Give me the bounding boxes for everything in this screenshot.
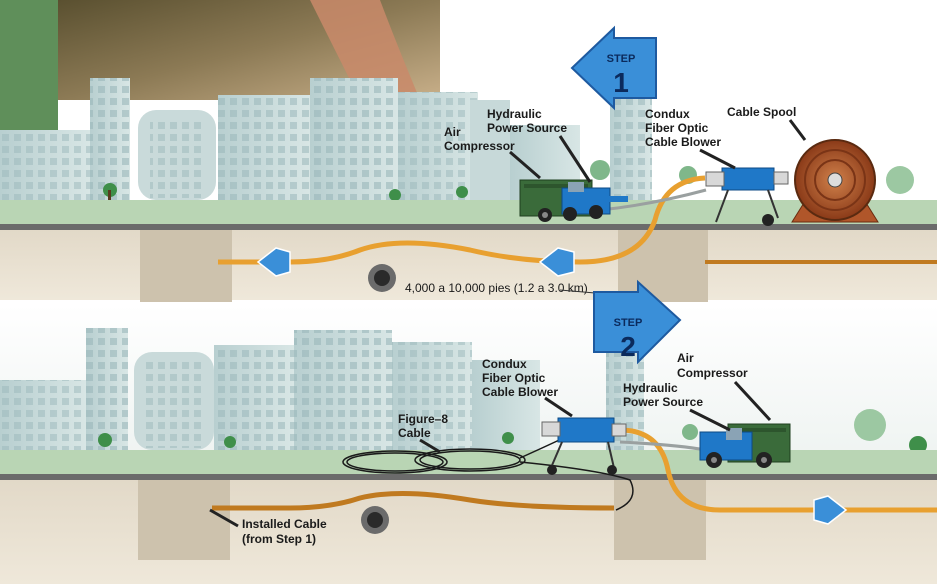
step1-cable-path <box>218 240 581 265</box>
step2-skyline <box>0 328 644 450</box>
step2-label-air-1: Air <box>677 351 694 365</box>
step2-new-cable <box>619 427 937 513</box>
step1-label-air-2: Compressor <box>444 139 515 153</box>
step1-skyline <box>0 78 652 205</box>
distance-label: 4,000 a 10,000 pies (1.2 a 3.0 km) <box>405 281 588 295</box>
step1-label-cable-spool: Cable Spool <box>727 105 796 119</box>
step1-hydraulic-power-source <box>561 182 628 221</box>
step2-cable-blower <box>541 417 627 475</box>
step2-label-hydraulic-2: Power Source <box>623 395 703 409</box>
step2-installed-cable <box>212 490 615 511</box>
direction-arrow-icon <box>538 247 575 277</box>
step1-cable-spool <box>791 139 879 223</box>
photo-pipe <box>310 0 420 100</box>
step2-label-hydraulic-1: Hydraulic <box>623 381 678 395</box>
step1-number: 1 <box>613 67 629 98</box>
tree-icon <box>98 409 927 454</box>
step2-trench-left <box>138 480 230 560</box>
tree-icon <box>103 160 914 201</box>
direction-arrow-icon <box>813 495 848 525</box>
step2-label-air-2: Compressor <box>677 366 748 380</box>
step1-label-blower-3: Cable Blower <box>645 135 721 149</box>
direction-arrow-icon <box>256 247 291 277</box>
step1-label-blower-1: Condux <box>645 107 690 121</box>
step1-grass <box>0 200 937 224</box>
step1-label-hydraulic-2: Power Source <box>487 121 567 135</box>
step2-panel: STEP 2 Condux Fiber Optic Cable Blower A… <box>0 279 937 584</box>
photo-side-strip <box>0 0 58 150</box>
step2-label-figure8-1: Figure–8 <box>398 412 448 426</box>
step1-label-hydraulic-1: Hydraulic <box>487 107 542 121</box>
step1-panel: 4,000 a 10,000 pies (1.2 a 3.0 km) <box>0 0 937 302</box>
step2-pavement <box>0 474 937 480</box>
step1-badge: STEP 1 <box>570 25 657 111</box>
step2-badge: STEP 2 <box>593 279 682 365</box>
step-arrow-icon <box>593 279 682 365</box>
step1-cable-riser <box>579 175 706 265</box>
step1-word: STEP <box>607 53 636 65</box>
step2-trench-right <box>614 480 706 560</box>
step2-label-blower-2: Fiber Optic <box>482 371 546 385</box>
step2-hydraulic-power-source <box>699 428 772 468</box>
step2-label-installed-1: Installed Cable <box>242 517 327 531</box>
step1-trench-right <box>618 230 708 302</box>
step2-number: 2 <box>620 331 636 362</box>
step2-label-blower-3: Cable Blower <box>482 385 558 399</box>
step1-trench-left <box>140 230 232 302</box>
step2-label-figure8-2: Cable <box>398 426 431 440</box>
duct-end-icon <box>361 506 389 534</box>
step1-label-air-1: Air <box>444 125 461 139</box>
duct-end-icon <box>368 264 396 292</box>
step-arrow-icon <box>570 25 657 111</box>
step2-label-installed-2: (from Step 1) <box>242 532 316 546</box>
step1-cable-blower <box>705 167 789 226</box>
step2-label-blower-1: Condux <box>482 357 527 371</box>
step2-word: STEP <box>614 317 643 329</box>
step1-pavement <box>0 224 937 230</box>
step1-label-blower-2: Fiber Optic <box>645 121 709 135</box>
